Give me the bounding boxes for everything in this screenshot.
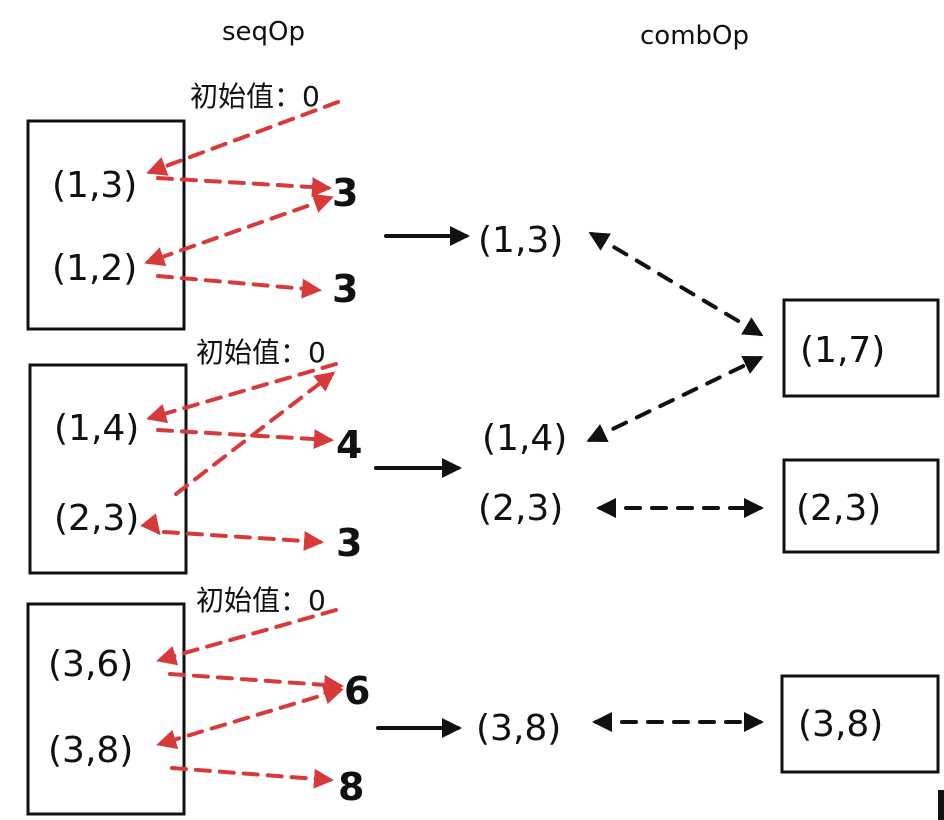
final-result: (1,7) (800, 330, 885, 371)
seq-arrow (140, 513, 161, 536)
seq-result: 6 (344, 669, 370, 713)
seq-arrow (156, 608, 338, 666)
partition-item: (1,4) (54, 408, 139, 449)
partition-result: (1,4) (482, 418, 567, 459)
partition-item: (3,6) (48, 644, 133, 685)
init-label-3: 初始值：0 (196, 584, 326, 617)
seq-arrow (144, 193, 334, 267)
seq-arrow (174, 371, 336, 496)
seq-result: 3 (332, 267, 358, 311)
seq-result: 3 (332, 171, 358, 215)
seq-arrow (156, 274, 322, 299)
partition-item: (2,3) (54, 498, 139, 539)
seq-result: 3 (336, 521, 362, 565)
partition-2: 初始值：0 (1,4) (2,3) 4 3 (28, 336, 362, 575)
seq-arrow (170, 766, 334, 789)
seq-arrow (168, 672, 344, 695)
seq-arrow (156, 685, 344, 749)
partition-item: (1,2) (52, 248, 137, 289)
partition-result: (1,3) (478, 220, 563, 261)
seq-arrow (156, 428, 334, 450)
seq-arrow (146, 362, 338, 424)
comb-arrow (588, 231, 764, 337)
final-result: (2,3) (796, 488, 881, 529)
seq-arrow (146, 100, 340, 176)
seq-result: 8 (338, 765, 364, 809)
seq-arrow (162, 530, 324, 551)
final-result-box (782, 298, 940, 398)
combop-header: combOp (640, 21, 749, 51)
partition-result: (3,8) (476, 708, 561, 749)
final-result-box (780, 674, 940, 774)
partition-item: (1,3) (52, 165, 137, 206)
final-result: (3,8) (798, 704, 883, 745)
partition-box-3 (26, 602, 186, 816)
edge-fragment (938, 790, 944, 820)
partition-box-1 (26, 119, 186, 331)
seqop-header: seqOp (222, 17, 305, 47)
init-label-1: 初始值：0 (190, 80, 320, 113)
partition-item: (3,8) (48, 730, 133, 771)
seq-result: 4 (336, 423, 362, 467)
partition-result: (2,3) (478, 488, 563, 529)
final-result-box (782, 458, 940, 554)
partition-1: 初始值：0 (1,3) (1,2) 3 3 (26, 80, 358, 331)
init-label-2: 初始值：0 (196, 336, 326, 369)
seq-arrow (156, 176, 332, 198)
comb-arrow (586, 355, 764, 443)
partition-box-2 (28, 363, 188, 575)
partition-3: 初始值：0 (3,6) (3,8) 6 8 (26, 584, 370, 816)
